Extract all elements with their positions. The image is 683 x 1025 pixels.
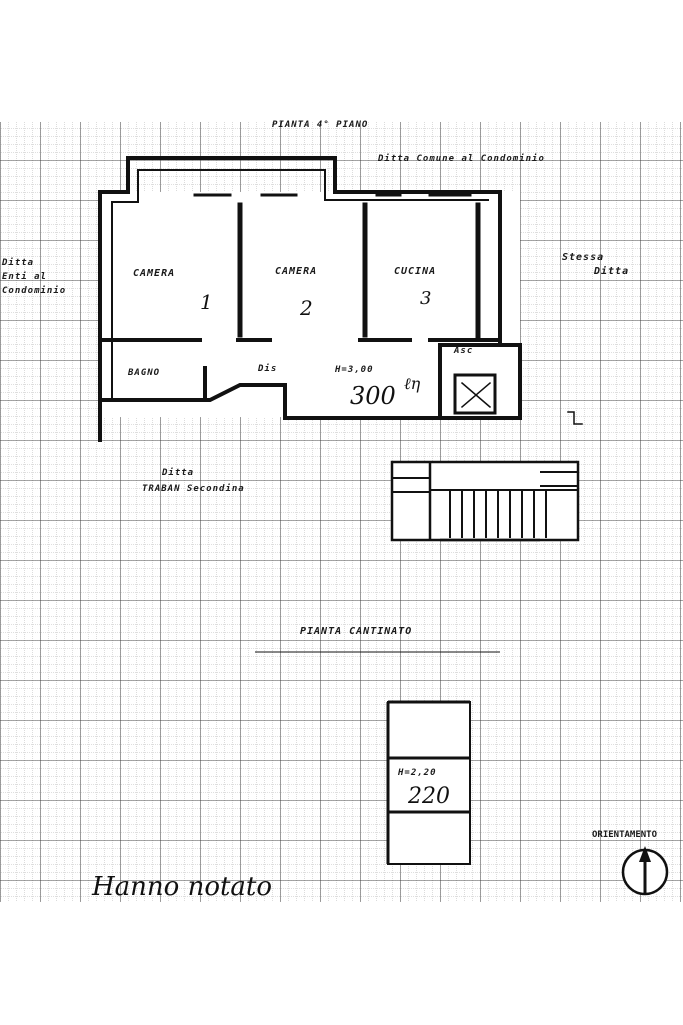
owner-right-line-1: Stessa (562, 252, 605, 263)
room-label-height: H=3,00 (335, 365, 374, 375)
exterior-wall-inner (111, 169, 489, 401)
basement-cellar (387, 701, 471, 865)
owner-bottom-line-2: TRABAN Secondina (142, 484, 245, 494)
owner-left-line-1: Ditta (2, 258, 35, 268)
room-label-camera-1: CAMERA (133, 268, 176, 279)
room-bathroom-area (100, 340, 210, 400)
exterior-wall-south (98, 383, 442, 420)
room-label-cucina: CUCINA (394, 266, 437, 277)
owner-left-line-3: Condominio (2, 286, 67, 296)
basement-plan (255, 651, 500, 865)
stair-marks (567, 411, 583, 425)
floor-height-unit: ℓη (404, 374, 421, 393)
elevator-shaft (453, 373, 497, 415)
basement-title: PIANTA CANTINATO (300, 626, 413, 637)
floor-title: PIANTA 4° PIANO (272, 120, 369, 130)
staircase (390, 460, 580, 542)
compass (621, 846, 669, 896)
orientation-label: ORIENTAMENTO (592, 830, 658, 840)
basement-height-label: H=2,20 (398, 768, 437, 778)
room-label-dis-1: Dis (258, 364, 278, 374)
floor-height-value: 300 (350, 382, 396, 410)
floor-plan-4th (98, 156, 583, 442)
owner-right-line-2: Ditta (594, 266, 630, 277)
staircase-outline (428, 462, 540, 542)
room-label-bagno: BAGNO (128, 368, 161, 378)
basement-walls (386, 700, 470, 864)
room-label-camera-2: CAMERA (275, 266, 318, 277)
owner-top-label: Ditta Comune al Condominio (378, 154, 545, 164)
elevator-cross (460, 381, 492, 409)
room-number-2: 2 (300, 296, 313, 320)
basement-height-value: 220 (408, 784, 450, 809)
exterior-wall (98, 156, 502, 442)
owner-left-line-2: Enti al (2, 272, 47, 282)
owner-bottom-line-1: Ditta (162, 468, 195, 478)
compass-arrow-icon (639, 846, 651, 862)
handwritten-signature: Hanno notato (92, 872, 273, 902)
staircase-treads (449, 490, 547, 538)
room-number-1: 1 (200, 290, 213, 314)
staircase-landing (392, 471, 578, 493)
stairwell-wall (438, 343, 522, 420)
room-label-asc: Asc (454, 346, 474, 356)
room-number-3: 3 (420, 288, 432, 309)
